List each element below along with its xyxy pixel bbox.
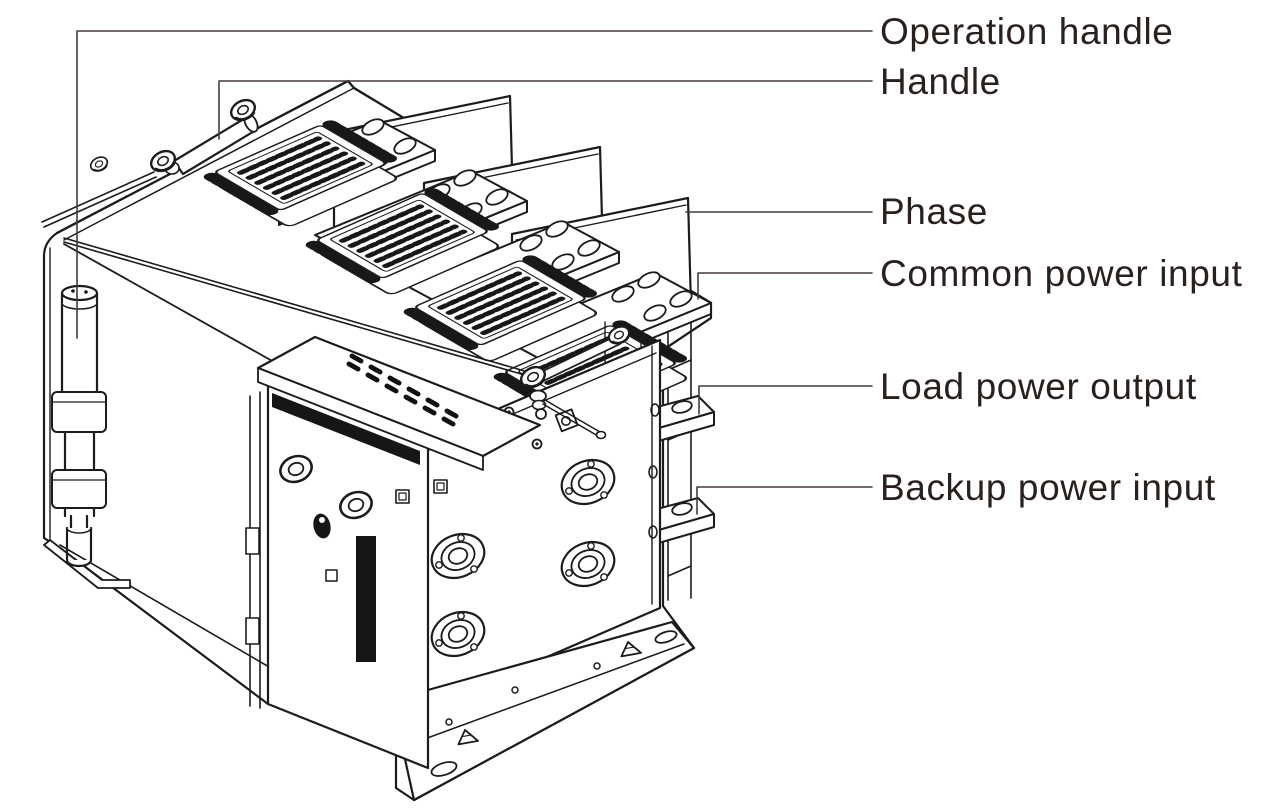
leader-handle xyxy=(218,80,873,140)
label-phase: Phase xyxy=(880,191,988,232)
label-common-power-input: Common power input xyxy=(880,253,1243,294)
slot xyxy=(356,536,376,662)
leader-load-power-output xyxy=(698,385,873,415)
callouts xyxy=(76,30,873,515)
label-operation-handle: Operation handle xyxy=(880,11,1173,52)
left-mounting-bracket xyxy=(43,539,131,589)
leader-backup-power-input xyxy=(696,486,873,515)
keyhole xyxy=(313,513,331,539)
module-front-face xyxy=(266,383,430,770)
leader-common-power-input xyxy=(697,272,873,300)
linkage-rod xyxy=(41,171,529,377)
right-linkage-mechanism xyxy=(516,321,634,440)
handle-clips xyxy=(51,391,107,509)
label-backup-power-input: Backup power input xyxy=(880,467,1216,508)
vent-strip xyxy=(272,393,420,465)
label-handle: Handle xyxy=(880,61,1001,102)
handle-assembly xyxy=(41,94,634,440)
control-module xyxy=(245,335,542,770)
base-mounting-flange xyxy=(390,620,696,802)
operation-handle-cylinder xyxy=(51,284,107,568)
leader-operation-handle xyxy=(76,30,873,339)
label-load-power-output: Load power output xyxy=(880,366,1197,407)
screw-icon xyxy=(531,438,543,450)
pivot-cap xyxy=(87,153,111,175)
handle-bar xyxy=(164,113,259,176)
